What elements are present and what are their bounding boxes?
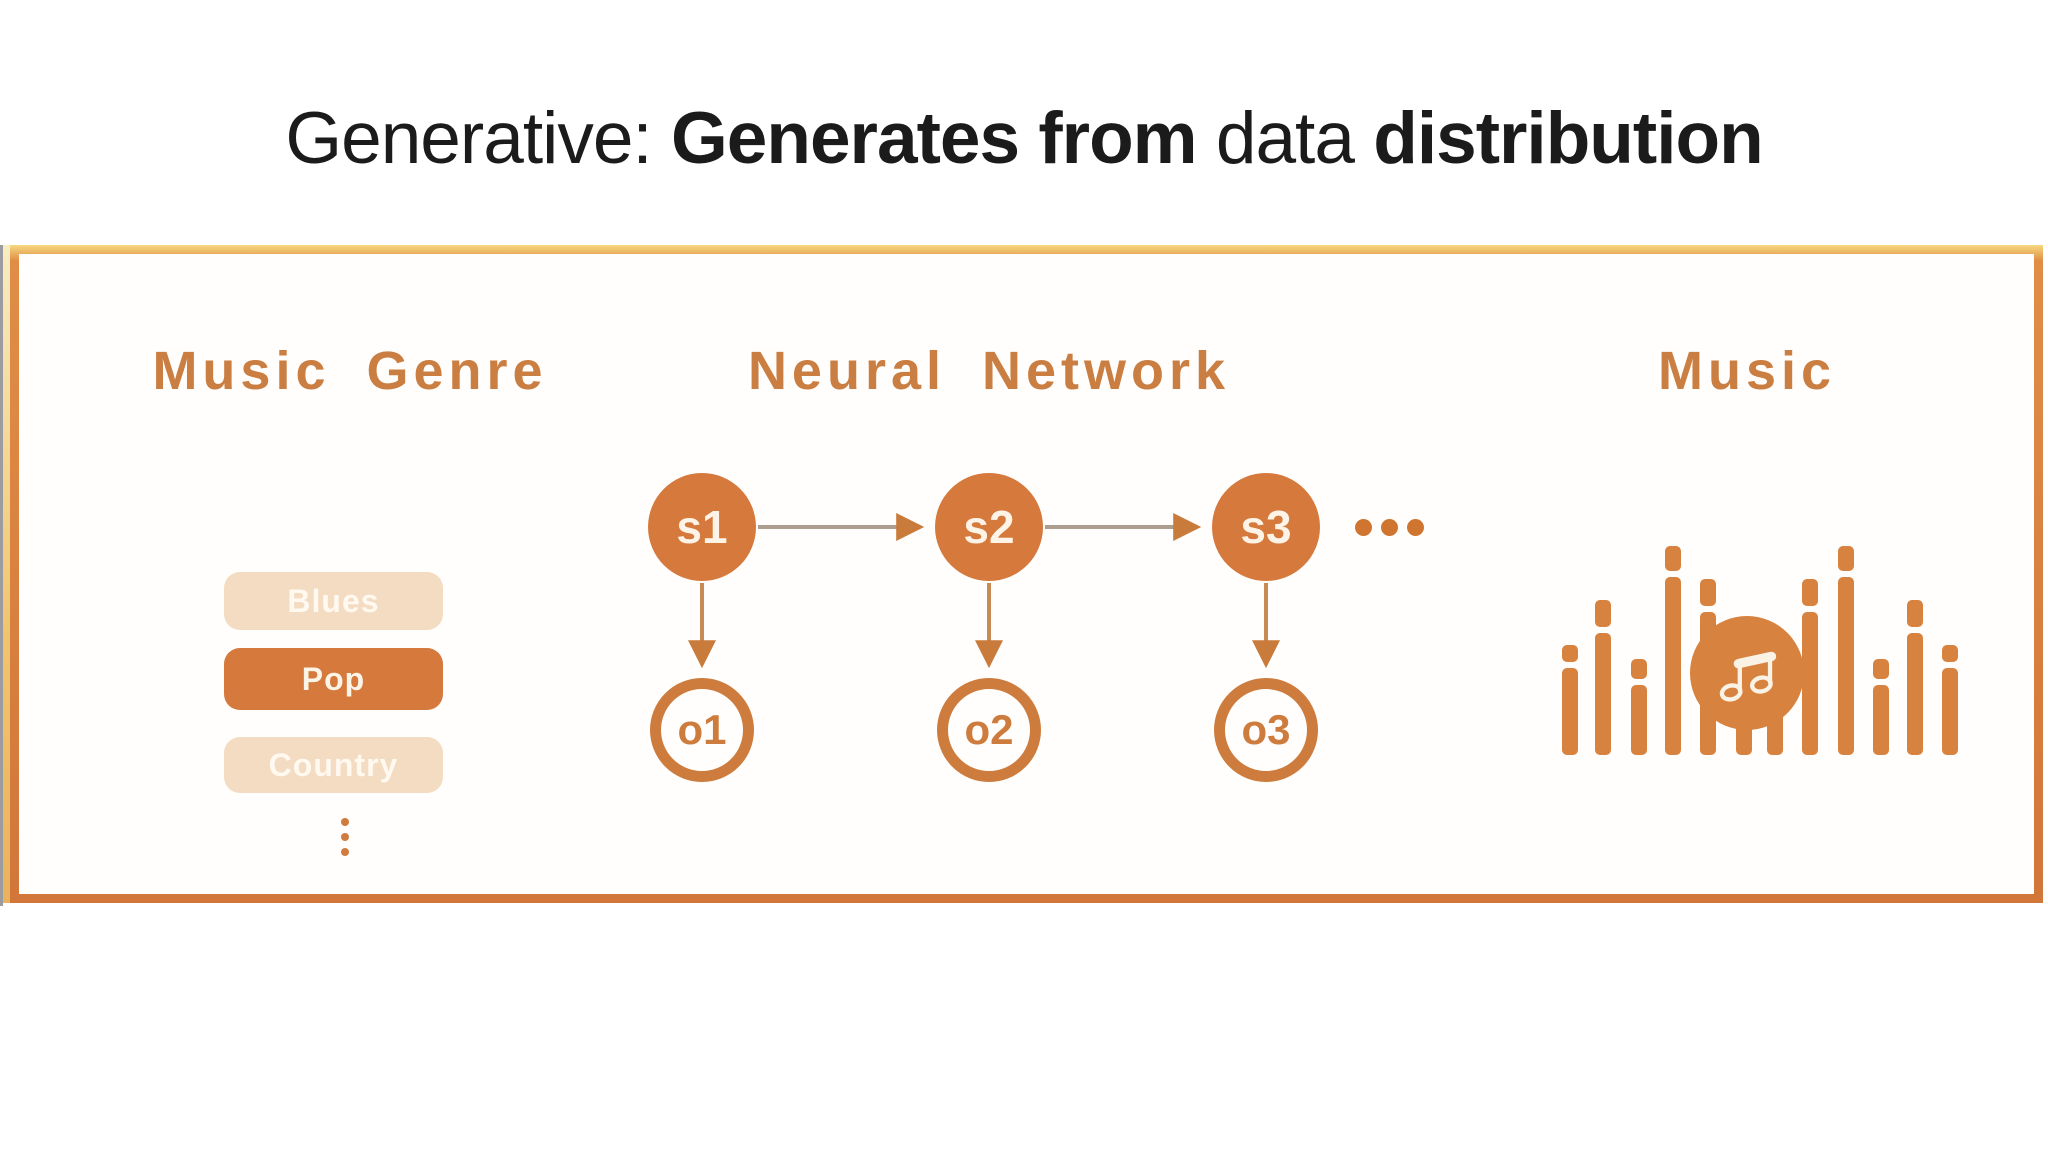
eq-bar	[1665, 577, 1681, 755]
eq-bar	[1873, 685, 1889, 755]
genre-button-pop[interactable]: Pop	[224, 648, 443, 710]
output-node-o3: o3	[1214, 678, 1318, 782]
eq-bar-tip	[1942, 645, 1958, 662]
state-node-s3: s3	[1212, 473, 1320, 581]
title-segment: distribution	[1373, 97, 1763, 179]
eq-bar	[1631, 685, 1647, 755]
more-genres-ellipsis	[341, 818, 349, 856]
neural-network-heading: Neural Network	[747, 341, 1231, 401]
eq-bar-tip	[1631, 659, 1647, 679]
eq-bar	[1802, 612, 1818, 755]
music-equalizer-icon	[1550, 540, 1974, 755]
eq-bar-tip	[1700, 579, 1716, 606]
eq-bar	[1907, 633, 1923, 755]
state-node-s1: s1	[648, 473, 756, 581]
eq-bar-tip	[1838, 546, 1854, 571]
ellipsis-dot	[341, 848, 349, 856]
eq-bar-tip	[1562, 645, 1578, 662]
eq-bar-tip	[1802, 579, 1818, 606]
ellipsis-dot	[1355, 519, 1372, 536]
ellipsis-dot	[1407, 519, 1424, 536]
eq-bar	[1562, 668, 1578, 755]
state-node-s2: s2	[935, 473, 1043, 581]
title-segment: data	[1196, 97, 1374, 179]
output-node-o2: o2	[937, 678, 1041, 782]
eq-bar-tip	[1665, 546, 1681, 571]
left-edge-line	[0, 245, 3, 906]
title-segment: Generative:	[285, 97, 671, 179]
slide-title: Generative: Generates from data distribu…	[0, 97, 2048, 180]
ellipsis-dot	[1381, 519, 1398, 536]
eq-bar-tip	[1595, 600, 1611, 627]
music-note-icon	[1719, 651, 1777, 702]
music-genre-heading: Music Genre	[152, 341, 548, 401]
music-heading: Music	[1657, 341, 1837, 401]
sequence-continues-ellipsis	[1355, 519, 1424, 536]
genre-button-country[interactable]: Country	[224, 737, 443, 793]
left-edge-gold-stripe	[3, 245, 10, 903]
ellipsis-dot	[341, 818, 349, 826]
music-note-circle	[1690, 616, 1804, 730]
genre-button-blues[interactable]: Blues	[224, 572, 443, 630]
eq-bar	[1838, 577, 1854, 755]
eq-bar	[1942, 668, 1958, 755]
title-segment: Generates from	[670, 97, 1198, 179]
eq-bar-tip	[1907, 600, 1923, 627]
ellipsis-dot	[341, 833, 349, 841]
output-node-o1: o1	[650, 678, 754, 782]
eq-bar	[1595, 633, 1611, 755]
eq-bar-tip	[1873, 659, 1889, 679]
